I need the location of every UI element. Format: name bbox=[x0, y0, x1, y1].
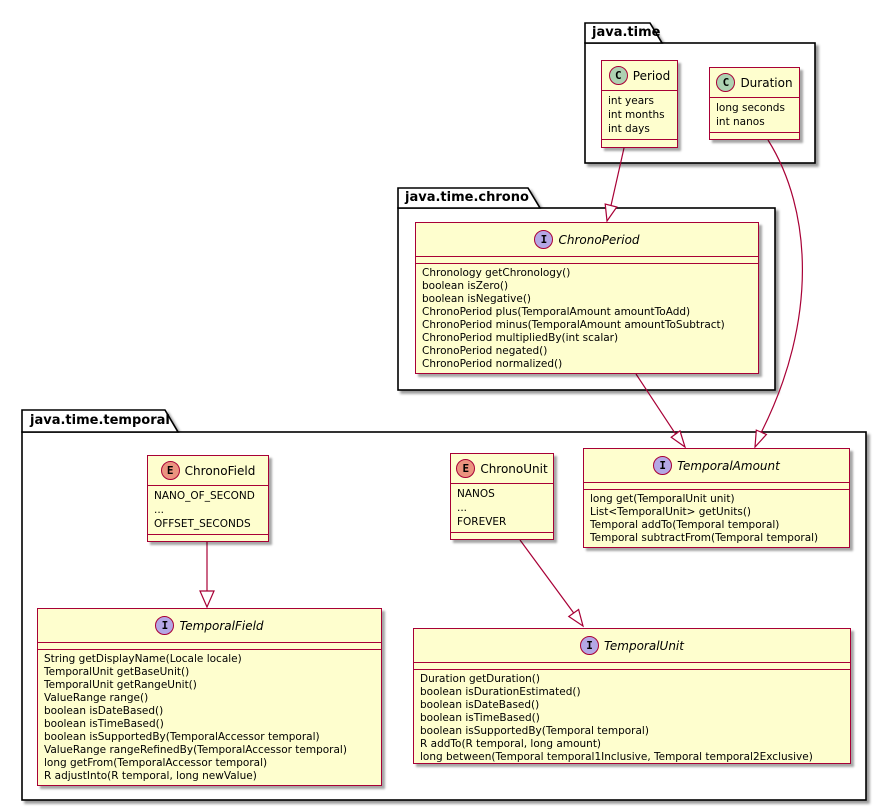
enum-icon: E bbox=[160, 461, 180, 480]
fields-compartment: int years int months int days bbox=[602, 90, 677, 139]
interface-title-chronoperiod: I ChronoPeriod bbox=[416, 223, 758, 256]
fields-compartment-empty bbox=[416, 256, 758, 263]
method: R adjustInto(R temporal, long newValue) bbox=[44, 770, 257, 782]
interface-name: TemporalUnit bbox=[604, 638, 684, 653]
interface-box-temporalunit: I TemporalUnit Duration getDuration() bo… bbox=[413, 628, 851, 764]
methods-compartment-empty bbox=[451, 532, 553, 539]
method: boolean isDateBased() bbox=[44, 705, 164, 717]
enum-constant: ... bbox=[457, 502, 468, 514]
method: boolean isZero() bbox=[422, 280, 509, 292]
interface-box-temporalfield: I TemporalField String getDisplayName(Lo… bbox=[37, 608, 382, 786]
interface-name: TemporalField bbox=[179, 618, 264, 633]
method: long getFrom(TemporalAccessor temporal) bbox=[44, 757, 268, 769]
interface-box-chronoperiod: I ChronoPeriod Chronology getChronology(… bbox=[415, 222, 759, 374]
class-box-duration: C Duration long seconds int nanos bbox=[709, 67, 800, 140]
method: boolean isTimeBased() bbox=[420, 712, 540, 724]
enum-icon: E bbox=[456, 459, 476, 478]
method: boolean isDurationEstimated() bbox=[420, 686, 581, 698]
method: boolean isNegative() bbox=[422, 293, 532, 305]
methods-compartment: String getDisplayName(Locale locale) Tem… bbox=[38, 649, 381, 786]
field: int years bbox=[608, 95, 654, 107]
interface-title-temporalunit: I TemporalUnit bbox=[414, 629, 850, 662]
methods-compartment-empty bbox=[602, 139, 677, 146]
method: Temporal addTo(Temporal temporal) bbox=[590, 519, 780, 531]
field: long seconds bbox=[716, 102, 785, 114]
method: Duration getDuration() bbox=[420, 673, 540, 685]
enum-constant: OFFSET_SECONDS bbox=[154, 518, 251, 530]
package-label-java-time-chrono: java.time.chrono bbox=[405, 190, 529, 205]
enum-title-chronofield: E ChronoField bbox=[148, 456, 268, 485]
interface-icon: I bbox=[155, 616, 175, 635]
package-label-java-time-temporal: java.time.temporal bbox=[30, 413, 170, 428]
interface-icon: I bbox=[653, 456, 673, 475]
methods-compartment-empty bbox=[710, 132, 799, 139]
enum-name: ChronoUnit bbox=[480, 461, 548, 476]
interface-title-temporalfield: I TemporalField bbox=[38, 609, 381, 642]
interface-title-temporalamount: I TemporalAmount bbox=[584, 449, 849, 482]
fields-compartment: NANO_OF_SECOND ... OFFSET_SECONDS bbox=[148, 485, 268, 534]
method: List<TemporalUnit> getUnits() bbox=[590, 506, 752, 518]
class-icon: C bbox=[608, 66, 628, 85]
methods-compartment: long get(TemporalUnit unit) List<Tempora… bbox=[584, 489, 849, 548]
enum-constant: FOREVER bbox=[457, 516, 507, 528]
method: R addTo(R temporal, long amount) bbox=[420, 738, 602, 750]
field: int months bbox=[608, 109, 665, 121]
method: long get(TemporalUnit unit) bbox=[590, 493, 735, 505]
method: boolean isSupportedBy(Temporal temporal) bbox=[420, 725, 649, 737]
fields-compartment-empty bbox=[38, 642, 381, 649]
class-name: Duration bbox=[740, 75, 793, 90]
enum-title-chronounit: E ChronoUnit bbox=[451, 454, 553, 483]
interface-name: TemporalAmount bbox=[677, 458, 780, 473]
enum-constant: NANO_OF_SECOND bbox=[154, 490, 255, 502]
enum-box-chronounit: E ChronoUnit NANOS ... FOREVER bbox=[450, 453, 554, 540]
field: int days bbox=[608, 123, 650, 135]
field: int nanos bbox=[716, 116, 765, 128]
enum-constant: NANOS bbox=[457, 488, 495, 500]
method: Temporal subtractFrom(Temporal temporal) bbox=[590, 532, 819, 544]
class-title-duration: C Duration bbox=[710, 68, 799, 97]
method: TemporalUnit getRangeUnit() bbox=[44, 679, 197, 691]
fields-compartment: NANOS ... FOREVER bbox=[451, 483, 553, 532]
interface-box-temporalamount: I TemporalAmount long get(TemporalUnit u… bbox=[583, 448, 850, 548]
method: TemporalUnit getBaseUnit() bbox=[44, 666, 190, 678]
arrow-period-to-chronoperiod bbox=[604, 147, 625, 223]
fields-compartment-empty bbox=[414, 662, 850, 669]
methods-compartment: Chronology getChronology() boolean isZer… bbox=[416, 263, 758, 374]
interface-icon: I bbox=[580, 636, 600, 655]
method: ValueRange rangeRefinedBy(TemporalAccess… bbox=[44, 744, 347, 756]
fields-compartment: long seconds int nanos bbox=[710, 97, 799, 132]
class-icon: C bbox=[716, 73, 736, 92]
method: ChronoPeriod plus(TemporalAmount amountT… bbox=[422, 306, 691, 318]
method: ChronoPeriod negated() bbox=[422, 345, 548, 357]
class-name: Period bbox=[632, 68, 671, 83]
method: Chronology getChronology() bbox=[422, 267, 571, 279]
method: boolean isDateBased() bbox=[420, 699, 540, 711]
method: boolean isSupportedBy(TemporalAccessor t… bbox=[44, 731, 320, 743]
methods-compartment: Duration getDuration() boolean isDuratio… bbox=[414, 669, 850, 767]
method: String getDisplayName(Locale locale) bbox=[44, 653, 242, 665]
arrow-chronoperiod-to-temporalamount bbox=[635, 373, 687, 449]
interface-name: ChronoPeriod bbox=[558, 232, 640, 247]
method: ChronoPeriod normalized() bbox=[422, 358, 563, 370]
enum-box-chronofield: E ChronoField NANO_OF_SECOND ... OFFSET_… bbox=[147, 455, 269, 542]
fields-compartment-empty bbox=[584, 482, 849, 489]
package-label-java-time: java.time bbox=[592, 25, 661, 40]
arrow-duration-to-temporalamount bbox=[754, 139, 804, 449]
method: ChronoPeriod minus(TemporalAmount amount… bbox=[422, 319, 725, 331]
class-title-period: C Period bbox=[602, 61, 677, 90]
enum-constant: ... bbox=[154, 504, 165, 516]
method: long between(Temporal temporal1Inclusive… bbox=[420, 751, 813, 763]
methods-compartment-empty bbox=[148, 534, 268, 541]
arrow-chronofield-to-temporalfield bbox=[199, 542, 215, 609]
method: ValueRange range() bbox=[44, 692, 149, 704]
arrow-chronounit-to-temporalunit bbox=[519, 539, 584, 628]
method: ChronoPeriod multipliedBy(int scalar) bbox=[422, 332, 619, 344]
class-box-period: C Period int years int months int days bbox=[601, 60, 678, 148]
interface-icon: I bbox=[534, 230, 554, 249]
enum-name: ChronoField bbox=[184, 463, 256, 478]
method: boolean isTimeBased() bbox=[44, 718, 164, 730]
